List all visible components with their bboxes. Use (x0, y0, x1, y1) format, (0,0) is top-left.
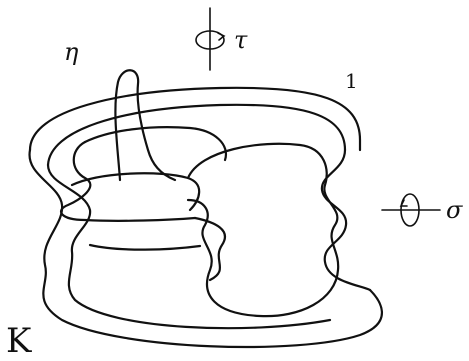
sigma-rotation (381, 193, 441, 227)
outer-band-top (28, 86, 362, 152)
rotation-arrow-icon (195, 30, 225, 50)
label-tau: τ (234, 26, 248, 54)
tau-rotation (195, 7, 226, 71)
inner-box-top (83, 126, 228, 162)
label-framing: 1 (345, 69, 358, 93)
middle-loop-lower (88, 243, 202, 251)
left-lobe-outer (28, 148, 383, 349)
middle-loop-upper (193, 216, 226, 282)
rotation-arrow-icon (400, 193, 420, 227)
rotation-arrowhead (399, 199, 408, 207)
left-lobe-inner (46, 163, 332, 330)
inner-box-left (59, 140, 197, 222)
label-knot: K (6, 321, 32, 361)
label-eta: η (64, 38, 79, 66)
right-lobe (186, 142, 340, 318)
right-lobe-twist (320, 148, 372, 292)
label-sigma: σ (446, 196, 463, 224)
inner-box-mid (70, 172, 201, 212)
rotation-arrowhead (217, 32, 226, 41)
outer-band-second (46, 103, 347, 167)
eta-strand (114, 69, 177, 182)
